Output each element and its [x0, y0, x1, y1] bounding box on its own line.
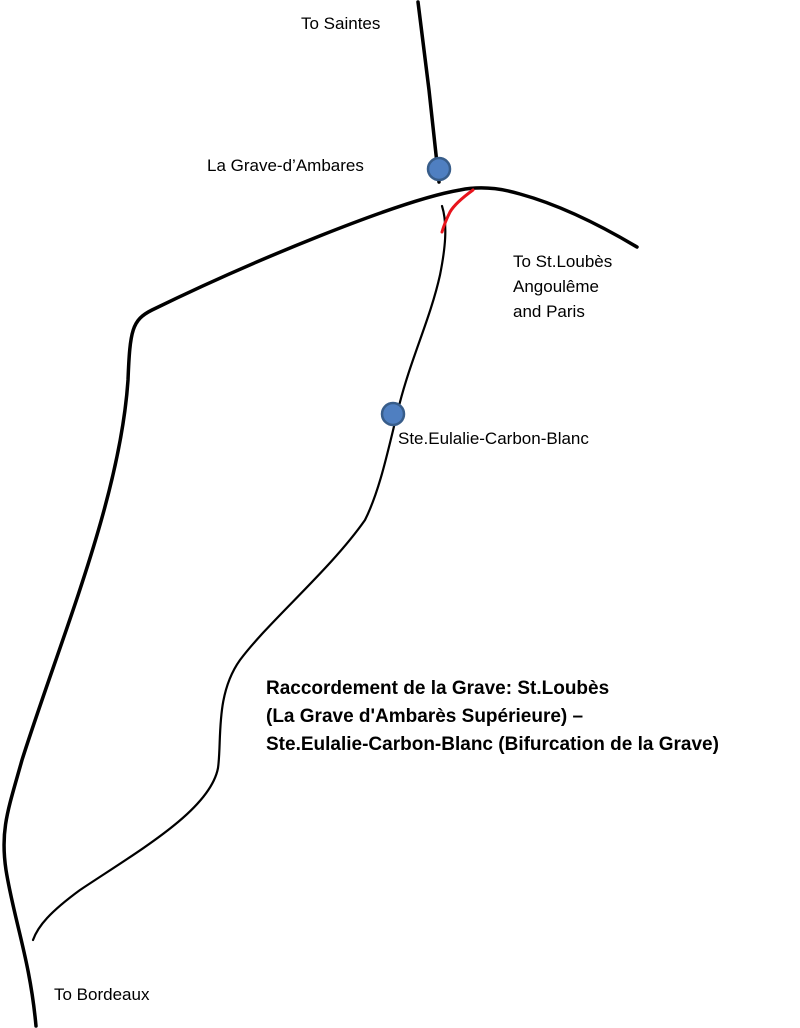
label-station-la-grave: La Grave-d’Ambares — [207, 156, 364, 175]
diagram-title: Raccordement de la Grave: St.Loubès (La … — [266, 675, 719, 759]
station-la-grave-marker — [426, 156, 452, 182]
connection-curve — [440, 188, 475, 234]
track-ste-eulalie-line — [31, 204, 447, 942]
label-to-saintes: To Saintes — [301, 14, 381, 33]
station-ste-eulalie-marker — [380, 401, 406, 427]
track-to-saintes — [416, 0, 441, 184]
label-to-st-loubes-line-3: and Paris — [513, 302, 585, 321]
label-to-st-loubes: To St.Loubès Angoulême and Paris — [513, 249, 612, 324]
title-line-3: Ste.Eulalie-Carbon-Blanc (Bifurcation de… — [266, 734, 719, 755]
label-to-st-loubes-line-1: To St.Loubès — [513, 252, 613, 271]
label-station-ste-eulalie: Ste.Eulalie-Carbon-Blanc — [398, 429, 589, 448]
track-main-line — [2, 186, 639, 1028]
title-line-1: Raccordement de la Grave: St.Loubès — [266, 678, 610, 699]
label-to-bordeaux: To Bordeaux — [54, 985, 150, 1004]
label-to-st-loubes-line-2: Angoulême — [513, 277, 600, 296]
title-line-2: (La Grave d'Ambarès Supérieure) – — [266, 706, 584, 727]
